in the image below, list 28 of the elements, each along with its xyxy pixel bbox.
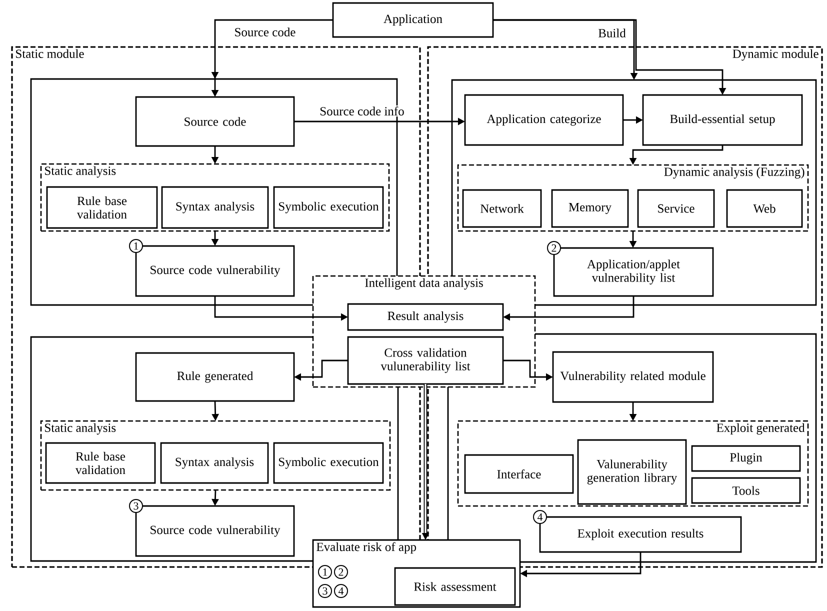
process-box: Valunerability generation library [577, 439, 687, 505]
circled-number: 3 [318, 584, 332, 598]
process-box: Network [462, 189, 542, 228]
process-box: Cross validation vulunerability list [347, 336, 504, 385]
process-box: Result analysis [347, 303, 504, 331]
process-box: Rule base validation [45, 442, 156, 484]
circled-number: 4 [334, 584, 348, 598]
process-box: Rule base validation [46, 186, 158, 229]
process-box: Plugin [691, 445, 801, 472]
process-box: Vulnerability related module [552, 351, 714, 403]
process-box: Interface [464, 454, 574, 494]
process-box: Web [726, 189, 803, 228]
process-box: Symbolic execution [273, 442, 384, 484]
process-box: Service [637, 189, 715, 228]
process-box: Application [332, 2, 494, 38]
process-box: Application categorize [464, 94, 624, 146]
process-box: Memory [551, 189, 629, 228]
process-box: Syntax analysis [161, 186, 269, 229]
process-box: Risk assessment [394, 567, 516, 606]
process-box: Build-essential setup [642, 94, 803, 146]
process-box: Symbolic execution [273, 186, 384, 229]
process-box: Source code [135, 96, 295, 147]
process-box: Rule generated [135, 352, 295, 402]
process-box: Tools [691, 477, 801, 504]
edge-label: Source code info [318, 106, 406, 116]
process-box: Syntax analysis [160, 442, 269, 484]
edge-label: Build [597, 28, 627, 38]
edge-label: Source code [233, 26, 297, 38]
